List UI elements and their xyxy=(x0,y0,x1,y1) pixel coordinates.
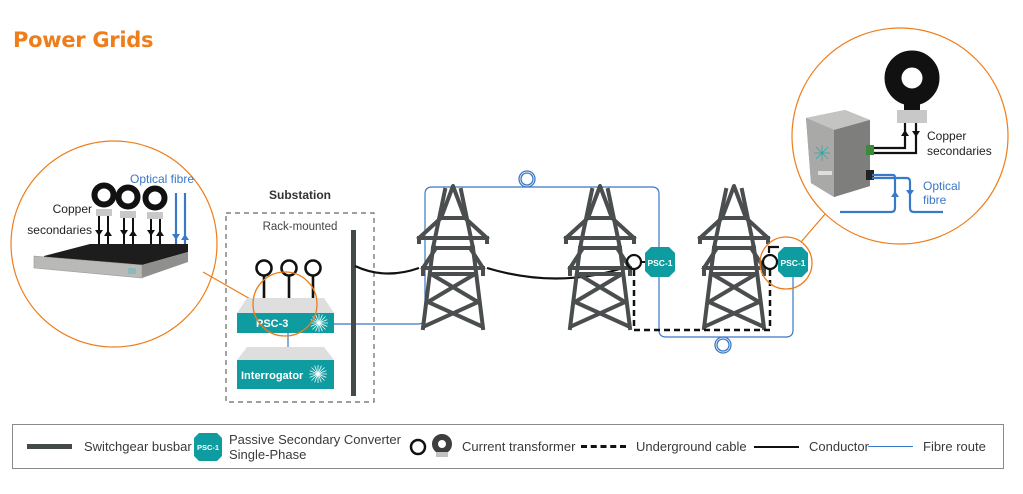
substation-boundary xyxy=(225,212,375,403)
legend-item-busbar: Switchgear busbar xyxy=(27,425,192,468)
legend-item-underground: Underground cable xyxy=(581,425,747,468)
underground-cable xyxy=(632,270,772,332)
legend-underground-label: Underground cable xyxy=(636,439,747,454)
secondaries-label: secondaries xyxy=(27,223,92,237)
transmission-tower-icon xyxy=(698,184,770,330)
psc3-unit xyxy=(237,313,334,333)
psc1-unit: PSC-1 xyxy=(778,247,808,277)
psc1-unit: PSC-1 xyxy=(645,247,675,277)
current-transformer-icon xyxy=(761,253,779,271)
conductor-swatch xyxy=(754,445,799,448)
psc1-label: PSC-1 xyxy=(780,258,805,268)
interrogator-top xyxy=(237,347,334,360)
rack-mounted-label: Rack-mounted xyxy=(263,221,338,233)
transmission-tower-icon xyxy=(564,184,636,330)
busbar-swatch xyxy=(27,444,72,449)
legend-item-conductor: Conductor xyxy=(754,425,869,468)
interrogator-label: Interrogator xyxy=(241,370,304,382)
psc1-label: PSC-1 xyxy=(647,258,672,268)
current-transformer-icon xyxy=(91,182,117,216)
current-transformer-icon xyxy=(142,185,168,219)
callout-connector xyxy=(202,271,253,301)
zoom-highlight-circle xyxy=(759,236,813,290)
psc3-label: PSC-3 xyxy=(256,318,288,330)
fibre-swatch xyxy=(868,446,913,447)
sensor-star-icon xyxy=(309,313,329,333)
current-transformer-icon xyxy=(255,259,322,277)
optical-fibre-label: Optical fibre xyxy=(130,172,194,186)
current-transformer-icon xyxy=(884,50,940,123)
zoom-highlight-circle xyxy=(252,271,318,337)
left-callout: Copper secondaries Optical fibre xyxy=(10,140,253,348)
underground-swatch xyxy=(581,445,626,448)
psc1-badge-icon: PSC-1 xyxy=(194,432,222,461)
fibre-coil-icon xyxy=(714,336,732,354)
copper-label: Copper xyxy=(53,202,92,216)
transmission-tower-icon xyxy=(417,184,489,330)
current-transformer-icon xyxy=(625,253,643,271)
substation-title: Substation xyxy=(269,188,331,202)
legend-item-fibre: Fibre route xyxy=(868,425,986,468)
right-callout: Copper secondaries Optical fibre xyxy=(791,27,1009,245)
svg-text:PSC-1: PSC-1 xyxy=(197,443,219,452)
secondaries-label: secondaries xyxy=(927,144,992,158)
conductor-line xyxy=(354,245,779,280)
legend-conductor-label: Conductor xyxy=(809,439,869,454)
legend-fibre-label: Fibre route xyxy=(923,439,986,454)
rack-device-image xyxy=(33,244,188,279)
page-title: Power Grids xyxy=(13,28,154,52)
legend-busbar-label: Switchgear busbar xyxy=(84,439,192,454)
copper-label: Copper xyxy=(927,129,966,143)
sensor-star-icon xyxy=(308,364,328,384)
current-transformer-icon xyxy=(115,184,141,218)
fibre-coil-icon xyxy=(518,170,536,188)
psc3-top xyxy=(237,298,334,313)
legend-psc-label: Passive Secondary Converter Single-Phase xyxy=(229,431,401,462)
fibre-label: fibre xyxy=(923,193,947,207)
psc1-device-image xyxy=(806,110,874,197)
legend: Switchgear busbar PSC-1 Passive Secondar… xyxy=(12,424,1004,469)
current-transformer-icon xyxy=(409,433,452,457)
optical-label: Optical xyxy=(923,179,960,193)
legend-ct-label: Current transformer xyxy=(462,439,576,454)
legend-item-psc1: PSC-1 Passive Secondary Converter Single… xyxy=(193,425,401,468)
switchgear-busbar xyxy=(351,230,356,396)
substation: Substation Rack-mounted PSC-3 Interrogat… xyxy=(225,188,375,403)
legend-item-ct: Current transformer xyxy=(409,425,575,468)
